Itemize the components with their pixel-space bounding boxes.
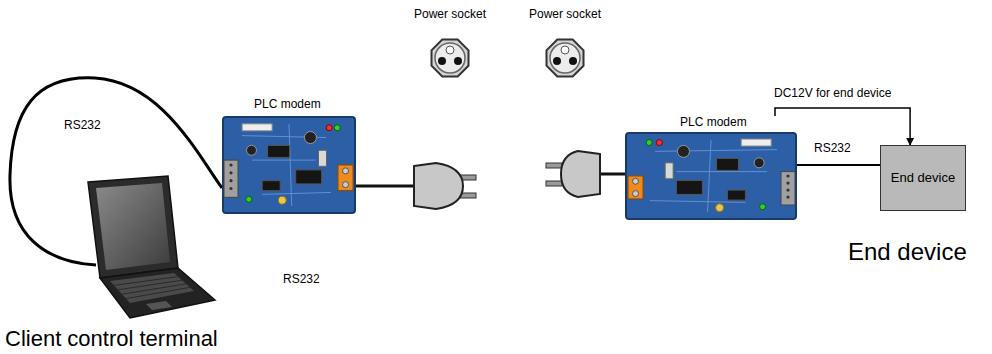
capacitor [677, 145, 689, 157]
header-connector [741, 139, 771, 146]
db9-pin [786, 188, 789, 191]
plug-prong [546, 163, 562, 168]
laptop-node: Client control terminal [96, 176, 216, 322]
db9-pin [229, 171, 232, 174]
socket-hole [553, 57, 561, 65]
crystal [318, 150, 326, 166]
device-label: End device [881, 171, 965, 186]
socket-node: Power socket [412, 8, 489, 86]
terminal-screw [343, 168, 349, 174]
laptop-screen [96, 183, 170, 270]
db9-connector [781, 172, 795, 205]
device-caption: End device [848, 238, 967, 266]
board-base [223, 117, 355, 213]
db9-pin [786, 174, 789, 177]
terminal-screw [343, 182, 349, 188]
pcb-trace [289, 124, 292, 206]
pcb-board [222, 116, 356, 214]
ic-chip [268, 145, 290, 157]
socket-face [435, 43, 465, 73]
capacitor [278, 196, 286, 204]
left-plug [352, 163, 476, 209]
plug-body [561, 151, 600, 197]
pcb-trace [650, 201, 745, 203]
ic-chip [727, 190, 745, 200]
led [646, 140, 652, 146]
laptop-icon [86, 176, 218, 322]
capacitor [246, 145, 256, 155]
board-base [626, 133, 796, 219]
laptop-base [100, 268, 215, 318]
db9-pin [786, 196, 789, 199]
laptop-keyboard [110, 273, 194, 303]
ic-chip [262, 181, 280, 191]
modem-node: PLC modem [625, 116, 797, 220]
key-row [118, 280, 182, 290]
capacitor [304, 132, 316, 144]
edge-label: RS232 [62, 119, 103, 133]
socket-hole [454, 57, 462, 65]
header-connector [242, 124, 272, 131]
plug-body [414, 163, 463, 209]
pcb-trace [262, 192, 331, 194]
db9-connector [224, 160, 238, 197]
key-row [114, 277, 178, 286]
touchpad [146, 301, 172, 310]
signal-label: RS232 [283, 273, 320, 287]
terminal-screw [633, 178, 639, 184]
led [656, 140, 662, 146]
pcb-trace [677, 171, 767, 172]
db9-pin [229, 179, 232, 182]
db9-pin [786, 181, 789, 184]
socket-icon [428, 36, 472, 80]
edge-label: RS232 [812, 142, 853, 156]
db9-pin [229, 187, 232, 190]
led [246, 196, 252, 202]
power-cable [352, 185, 416, 188]
ic-chip [676, 180, 702, 194]
socket-outline [547, 40, 584, 77]
key-row [122, 284, 186, 294]
crystal [665, 163, 673, 179]
pcb-trace [252, 160, 316, 161]
laptop-lid [88, 176, 178, 278]
led [760, 204, 766, 210]
key-row [126, 287, 190, 298]
capacitor [716, 204, 724, 212]
modem-node: PLC modem [222, 98, 356, 214]
socket-label: Power socket [529, 8, 601, 22]
led [326, 125, 332, 131]
socket-icon [543, 36, 587, 80]
pcb-board [625, 132, 797, 220]
earth-pin [561, 46, 569, 54]
rs232-line [797, 164, 880, 166]
plug-prong [546, 181, 562, 186]
socket-hole [569, 57, 577, 65]
modem-label: PLC modem [254, 98, 321, 112]
socket-label: Power socket [414, 8, 486, 22]
terminal-label: Client control terminal [5, 326, 218, 351]
db9-pin [229, 163, 232, 166]
ic-chip [717, 158, 739, 170]
led [334, 125, 340, 131]
edge-label: DC12V for end device [772, 87, 893, 101]
socket-node: Power socket [527, 8, 604, 86]
capacitor [754, 158, 764, 168]
terminal-block [628, 176, 643, 199]
ic-chip [296, 170, 322, 184]
pcb-trace [708, 140, 711, 212]
socket-face [550, 43, 580, 73]
socket-hole [438, 57, 446, 65]
terminal-screw [633, 191, 639, 197]
socket-outline [432, 40, 469, 77]
modem-label: PLC modem [680, 116, 747, 130]
pcb-trace [655, 150, 777, 152]
terminal-block [338, 165, 353, 190]
box-node: End device [880, 145, 966, 211]
earth-pin [446, 46, 454, 54]
